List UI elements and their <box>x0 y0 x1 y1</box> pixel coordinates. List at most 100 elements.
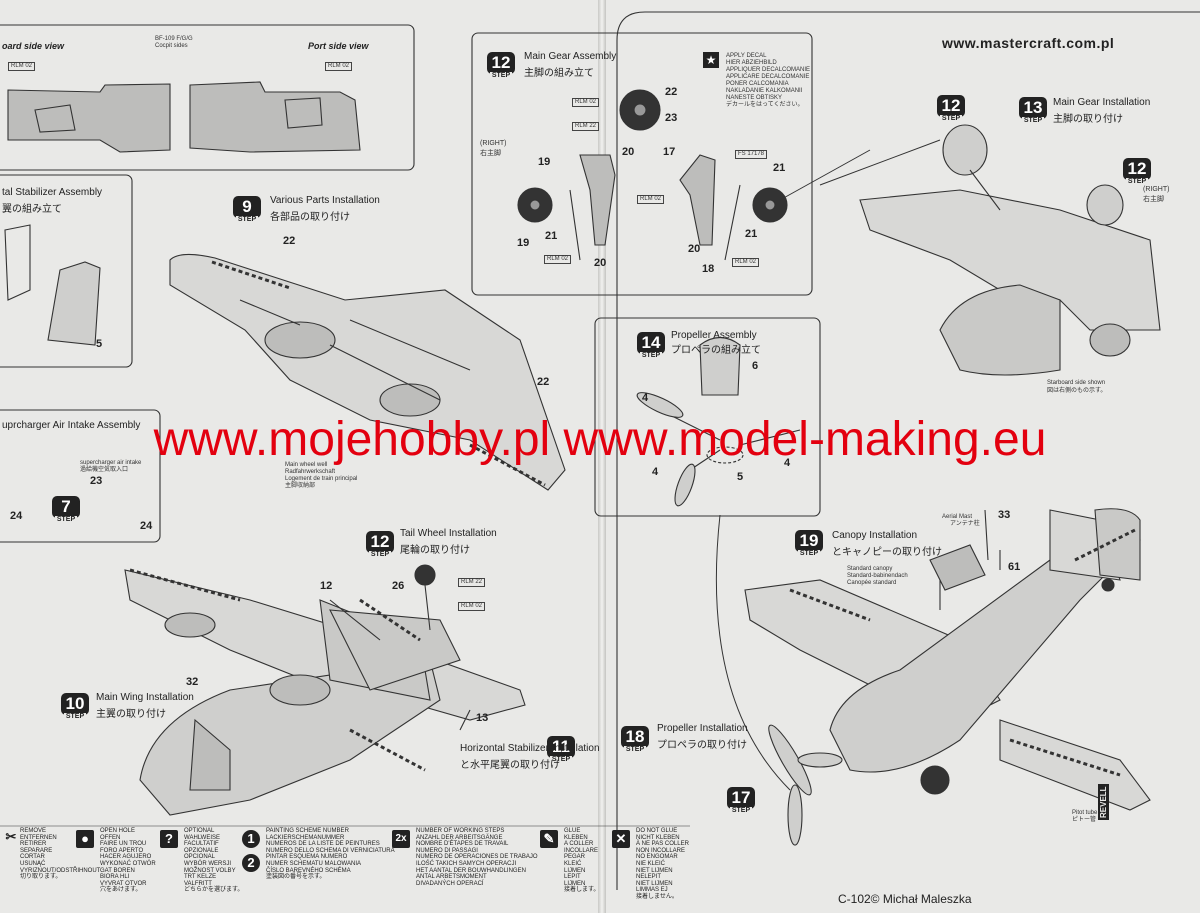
step19-jp: とキャノピーの取り付け <box>832 547 942 558</box>
part-number: 23 <box>90 475 103 487</box>
step10-title: Main Wing Installation <box>96 692 194 703</box>
step9-title: Various Parts Installation <box>270 195 380 206</box>
part-number: 26 <box>392 580 405 592</box>
supercharger-box <box>0 409 161 543</box>
stabilizer-box <box>0 174 133 368</box>
decal-line: NANESTE OBTISKY <box>726 95 783 101</box>
part-number: 22 <box>283 235 296 247</box>
part-number: 17 <box>663 146 676 158</box>
part-number: 21 <box>745 228 758 240</box>
part-number: 5 <box>737 471 744 483</box>
supercharger-title: uprcharger Air Intake Assembly <box>2 420 141 431</box>
right-jp: 右主脚 <box>1143 196 1164 203</box>
step14-prop-box <box>594 317 821 517</box>
part-number: 5 <box>96 338 103 350</box>
paint-callout: RLM 22 <box>572 122 600 131</box>
decal-line: デカールをはってください。 <box>726 102 804 108</box>
decal-line: PONER CALCOMANIA <box>726 81 789 87</box>
website-url[interactable]: www.mastercraft.com.pl <box>942 35 1115 51</box>
decal-line: APPLY DECAL <box>726 53 767 59</box>
step13-title: Main Gear Installation <box>1053 97 1151 108</box>
part-number: 12 <box>320 580 333 592</box>
paint-callout: RLM 22 <box>458 578 486 587</box>
step12a-jp: 主脚の組み立て <box>524 68 594 79</box>
step14-title: Propeller Assembly <box>671 330 757 341</box>
starboard-note-jp: 図は右側のもの示す。 <box>1047 388 1107 394</box>
part-number: 61 <box>1008 561 1021 573</box>
canopy-note: Standard-babinendach <box>847 573 908 579</box>
stabilizer-title: tal Stabilizer Assembly <box>2 187 103 198</box>
watermark-text[interactable]: www.mojehobby.pl www.model-making.eu <box>153 413 1047 466</box>
step12b-jp: 尾輪の取り付け <box>400 545 470 556</box>
wheel-well-note: Radfahrwerkschaft <box>285 469 336 475</box>
part-number: 24 <box>140 520 153 532</box>
decal-line: APPLIQUER DECALCOMANIE <box>726 67 811 73</box>
question-icon: ? <box>160 830 178 848</box>
paint-scheme-icon-2: 2 <box>242 854 260 872</box>
part-number: 21 <box>545 230 558 242</box>
wheel-well-note: Main wheel well <box>285 462 328 468</box>
glue-icon: ✎ <box>540 830 558 848</box>
aerial-mast-label: Aerial Mast <box>942 514 973 520</box>
part-number: 4 <box>784 457 791 469</box>
step12b-title: Tail Wheel Installation <box>400 528 497 539</box>
paint-right: RLM 02 <box>325 62 353 71</box>
port-side-label: Port side view <box>308 41 369 51</box>
starboard-side-label: oard side view <box>2 41 65 51</box>
paint-callout: RLM 02 <box>637 195 665 204</box>
step11-jp: と水平尾翼の取り付け <box>460 760 560 771</box>
footer-copyright: C-102© Michał Maleszka <box>838 892 972 906</box>
right-label: (RIGHT) <box>480 140 507 147</box>
supercharger-jp1: supercharger air intake <box>80 460 142 466</box>
part-number: 24 <box>10 510 23 522</box>
paint-callout: RLM 02 <box>458 602 486 611</box>
step10-jp: 主翼の取り付け <box>96 709 166 720</box>
decal-line: APPLICARE DECALCOMANIE <box>726 74 810 80</box>
step18-jp: プロペラの取り付け <box>657 740 747 751</box>
part-number: 20 <box>622 146 635 158</box>
paint-callout: RLM 02 <box>572 98 600 107</box>
part-number: 22 <box>537 376 550 388</box>
right-jp: 右主脚 <box>480 150 501 157</box>
part-number: 21 <box>773 162 786 174</box>
paint-callout: FS 17178 <box>735 150 768 159</box>
no-glue-icon: ✕ <box>612 830 630 848</box>
part-number: 22 <box>665 86 678 98</box>
part-number: 13 <box>476 712 489 724</box>
paint-callout: RLM 02 <box>732 258 760 267</box>
aerial-mast-jp: アンテナ柱 <box>950 521 980 527</box>
decal-line: HIER ABZIEHBILD <box>726 60 777 66</box>
part-number: 32 <box>186 676 199 688</box>
step13-jp: 主脚の取り付け <box>1053 114 1123 125</box>
cockpit-box <box>0 24 415 171</box>
part-number: 19 <box>517 237 530 249</box>
right-label: (RIGHT) <box>1143 186 1170 193</box>
scissors-icon: ✂ <box>5 829 17 844</box>
revell-logo: REVELL <box>1098 784 1109 820</box>
part-number: 18 <box>702 263 715 275</box>
part-number: 33 <box>998 509 1011 521</box>
canopy-note: Canopée standard <box>847 580 897 586</box>
canopy-note: Standard canopy <box>847 566 893 572</box>
step14-jp: プロペラの組み立て <box>671 345 761 356</box>
part-number: 23 <box>665 112 678 124</box>
part-number: 20 <box>594 257 607 269</box>
step12a-title: Main Gear Assembly <box>524 51 617 62</box>
cockpit-sub2: Cocpit sides <box>155 43 188 49</box>
pitot-jp: ピトー管 <box>1072 817 1097 823</box>
